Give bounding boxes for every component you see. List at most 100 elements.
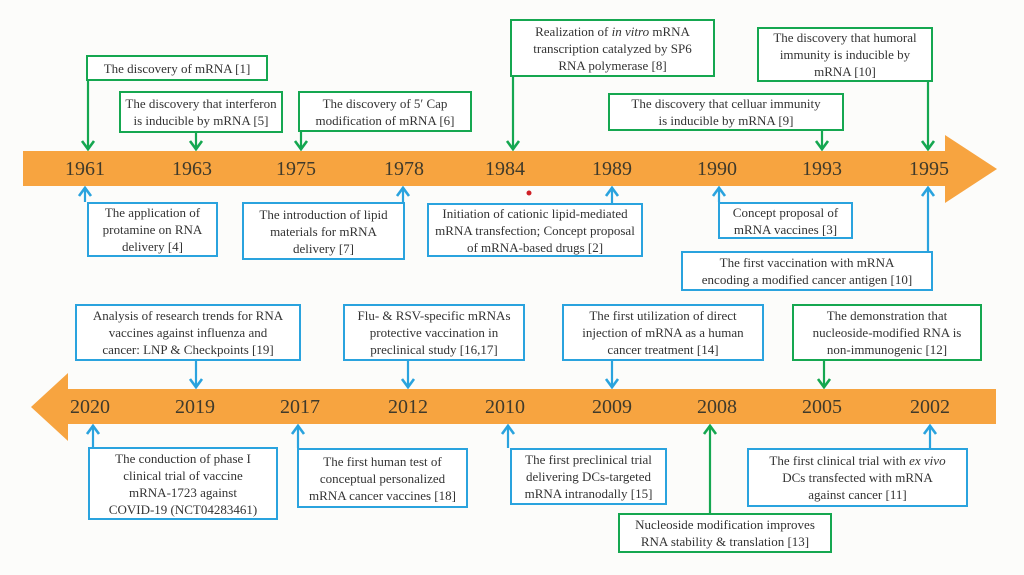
event-box-event-16-17: Flu- & RSV-specific mRNAs protective vacc… (343, 304, 525, 361)
event-text-line: delivery [4] (121, 239, 183, 254)
year-label-1984: 1984 (485, 157, 525, 180)
event-text-line: injection of mRNA as a human (582, 325, 744, 340)
connector-event-15-arrowhead-up-icon (500, 423, 516, 435)
event-text-line: The discovery of 5′ Cap (322, 95, 448, 111)
event-text-line: transcription catalyzed by SP6 (533, 40, 692, 56)
connector-event-16-17-arrowhead-down-icon (400, 378, 416, 390)
event-text-line: mRNA intranodally [15] (524, 486, 653, 501)
connector-event-13-arrowhead-up-icon (702, 423, 718, 435)
event-text-line: mRNA cancer vaccines [18] (309, 487, 456, 503)
year-label-1990: 1990 (697, 157, 737, 180)
connector-event-5-arrowhead-down-icon (188, 140, 204, 152)
timeline-arrowhead-left-icon (31, 372, 68, 441)
event-text-line: vaccines against influenza and (108, 325, 268, 340)
connector-event-10b-arrowhead-up-icon (920, 185, 936, 197)
event-text-line: The discovery that humoral (773, 30, 917, 45)
connector-event-14-arrowhead-down-icon (604, 378, 620, 390)
event-box-event-19: Analysis of research trends for RNA vacci… (75, 304, 301, 361)
event-text-line: against cancer [11] (808, 487, 907, 502)
year-label-2010: 2010 (485, 395, 525, 418)
year-label-2020: 2020 (70, 395, 110, 418)
event-text-line: The discovery that interferon (125, 96, 277, 111)
connector-event-9-arrowhead-down-icon (814, 140, 830, 152)
connector-event-18-arrowhead-up-icon (290, 423, 306, 435)
connector-event-2-arrowhead-up-icon (604, 185, 620, 197)
event-box-event-9: The discovery that celluar immunity is in… (608, 93, 844, 131)
year-label-2002: 2002 (910, 395, 950, 418)
connector-event-4-arrowhead-up-icon (77, 185, 93, 197)
event-text-line: conceptual personalized (319, 470, 446, 486)
event-text-line: is inducible by mRNA [5] (133, 113, 269, 128)
event-text-line: cancer: LNP & Checkpoints [19] (102, 342, 274, 357)
event-text-line: The discovery that celluar immunity (631, 96, 821, 111)
connector-event-7-arrowhead-up-icon (395, 185, 411, 197)
event-text-line: The first preclinical trial (525, 452, 652, 467)
connector-event-covid-arrowhead-up-icon (85, 423, 101, 435)
connector-event-3-arrowhead-up-icon (711, 185, 727, 197)
event-text-line: mRNA transfection; Concept proposal (435, 222, 635, 238)
year-label-1975: 1975 (276, 157, 316, 180)
year-label-1978: 1978 (384, 157, 424, 180)
event-text-line: Analysis of research trends for RNA (92, 308, 284, 323)
year-label-2017: 2017 (280, 395, 320, 418)
event-box-event-15: The first preclinical trial delivering DC… (510, 448, 667, 505)
connector-event-10-arrowhead-down-icon (920, 140, 936, 152)
year-label-2012: 2012 (388, 395, 428, 418)
red-dot-marker (526, 190, 532, 196)
event-text-line: Concept proposal of (732, 204, 839, 220)
timeline-bar-top-timeline (23, 151, 945, 186)
event-text-line: RNA polymerase [8] (558, 57, 667, 73)
year-label-2005: 2005 (802, 395, 842, 418)
year-label-2008: 2008 (697, 395, 737, 418)
timeline-arrowhead-right-icon (945, 134, 997, 203)
event-text-line: mRNA-1723 against (129, 484, 237, 500)
event-box-event-1: The discovery of mRNA [1] (86, 55, 268, 81)
italic-text-run: in vitro (611, 23, 650, 39)
year-label-1995: 1995 (909, 157, 949, 180)
event-text-line: clinical trial of vaccine (123, 467, 243, 483)
event-text-line: RNA stability & translation [13] (640, 534, 810, 549)
event-text-line: immunity is inducible by (779, 47, 911, 62)
year-label-2019: 2019 (175, 395, 215, 418)
event-box-event-5: The discovery that interferon is inducibl… (119, 91, 283, 133)
event-text-line: preclinical study [16,17] (370, 342, 498, 357)
year-label-1993: 1993 (802, 157, 842, 180)
italic-text-run: ex vivo (909, 453, 946, 468)
event-text-line: protective vaccination in (369, 325, 499, 340)
event-text-line: of mRNA-based drugs [2] (466, 239, 604, 255)
event-text-line: The discovery of mRNA [1] (103, 60, 251, 76)
event-box-event-10: The discovery that humoral immunity is in… (757, 27, 933, 82)
timeline-bar-bottom-timeline (68, 389, 996, 424)
event-text-line: mRNA [10] (814, 64, 876, 79)
event-box-event-14: The first utilization of direct injection… (562, 304, 764, 361)
connector-event-8-arrowhead-down-icon (505, 140, 521, 152)
event-text-line: The demonstration that (826, 308, 948, 323)
event-text-line: is inducible by mRNA [9] (658, 113, 794, 128)
event-text-line: delivering DCs-targeted (525, 469, 652, 484)
connector-event-6-arrowhead-down-icon (293, 140, 309, 152)
event-text-line: delivery [7] (292, 240, 354, 256)
event-text-line: mRNA vaccines [3] (733, 221, 838, 237)
connector-event-1-arrowhead-down-icon (80, 140, 96, 152)
event-text-line: Initiation of cationic lipid-mediated (442, 205, 628, 221)
year-label-2009: 2009 (592, 395, 632, 418)
event-text-line: The first utilization of direct (589, 308, 737, 323)
event-text-line: The first vaccination with mRNA (719, 255, 895, 270)
event-text-line: Flu- & RSV-specific mRNAs (357, 308, 511, 323)
event-text-line: Nucleoside modification improves (635, 517, 815, 532)
event-text-line: non-immunogenic [12] (826, 342, 948, 357)
event-text-line: Realization of in vitro mRNA (535, 23, 690, 39)
event-text-line: materials for mRNA (270, 223, 377, 239)
